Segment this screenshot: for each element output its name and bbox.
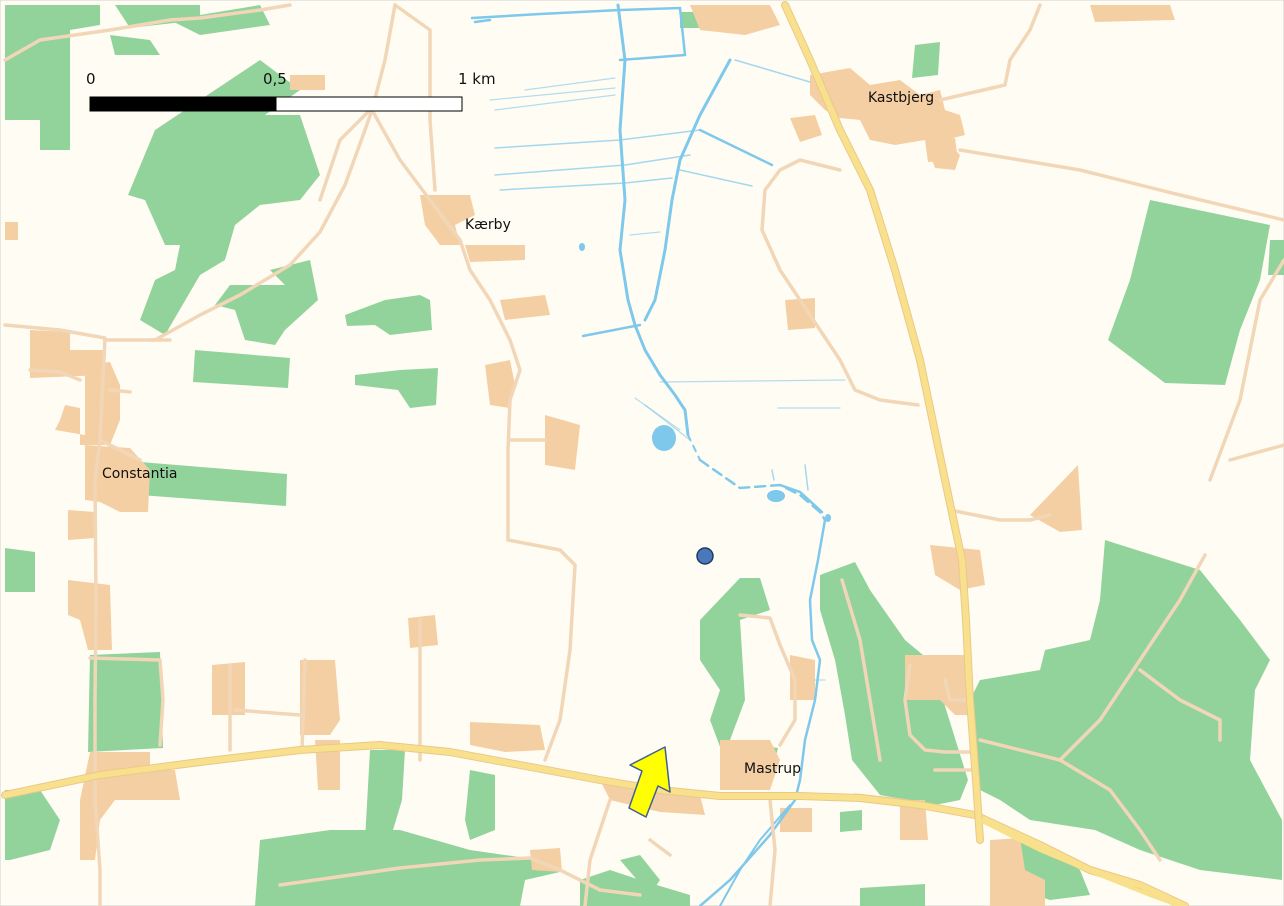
place-label-mastrup: Mastrup — [744, 761, 801, 777]
main-roads — [1, 1, 1189, 906]
scale-tick-half: 0,5 — [263, 70, 287, 88]
ponds — [579, 243, 831, 522]
arrow-pointer-icon — [628, 746, 671, 818]
scale-tick-0: 0 — [86, 70, 96, 88]
place-label-constantia: Constantia — [102, 466, 177, 482]
forest-areas — [5, 5, 1284, 906]
scale-tick-1km: 1 km — [458, 70, 496, 88]
place-label-kastbjerg: Kastbjerg — [868, 90, 934, 106]
scale-bar-black-segment — [89, 96, 277, 112]
water-features — [470, 3, 846, 906]
scale-bar: 0 0,5 1 km — [86, 70, 496, 112]
minor-roads — [3, 3, 1284, 906]
place-labels: Kastbjerg Kærby Constantia Mastrup — [102, 90, 934, 777]
scale-bar-white-segment — [275, 96, 463, 112]
location-point-icon[interactable] — [696, 547, 714, 565]
place-label-kaerby: Kærby — [465, 217, 511, 233]
